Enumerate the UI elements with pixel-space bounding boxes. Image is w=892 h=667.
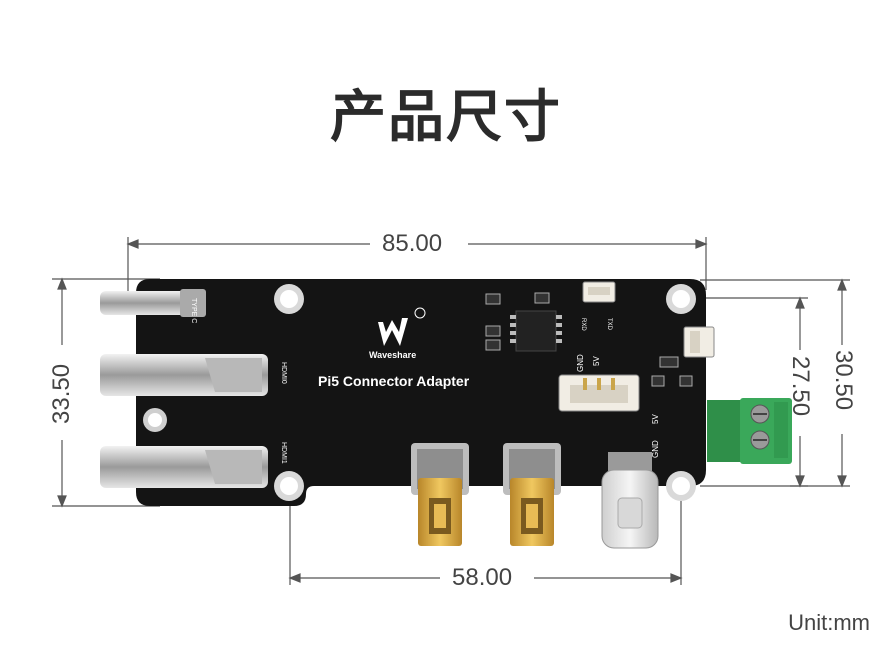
silk-gnd-right: GND [651, 440, 660, 458]
silk-hdmi0: HDMI0 [280, 362, 287, 384]
silk-5v-right: 5V [651, 414, 660, 424]
board-name-label: Pi5 Connector Adapter [318, 373, 470, 389]
unit-label: Unit:mm [788, 610, 870, 635]
uart-connector [582, 281, 616, 303]
dim-bottom-width: 58.00 [452, 564, 513, 591]
silk-type-c: TYPE C [190, 298, 197, 324]
typec-plug [601, 452, 659, 549]
hdmi-receptacles [100, 354, 268, 488]
silk-txd: TXD [606, 318, 612, 330]
page-title: 产品尺寸 [330, 85, 562, 150]
mounting-holes [143, 284, 696, 501]
screw-terminal [707, 398, 792, 464]
micro-hdmi-plug-1 [411, 443, 469, 546]
pcb-board [136, 279, 706, 506]
side-connector [683, 326, 715, 358]
typec-receptacle [100, 289, 206, 317]
components [485, 292, 693, 387]
silk-hdmi1: HDMI1 [280, 442, 287, 464]
silk-5v: 5V [592, 356, 601, 366]
silk-rxd: RXD [580, 318, 586, 331]
micro-hdmi-plug-2 [503, 443, 561, 546]
power-connector [558, 374, 640, 412]
waveshare-logo [378, 307, 426, 346]
dimension-lines [52, 237, 850, 585]
silk-gnd: GND [576, 354, 585, 372]
dim-right-outer-height: 30.50 [830, 350, 857, 411]
dim-top-width: 85.00 [382, 230, 443, 257]
board-brand-label: Waveshare [369, 350, 417, 360]
dim-left-height: 33.50 [48, 363, 75, 424]
dim-right-inner-height: 27.50 [787, 356, 814, 417]
